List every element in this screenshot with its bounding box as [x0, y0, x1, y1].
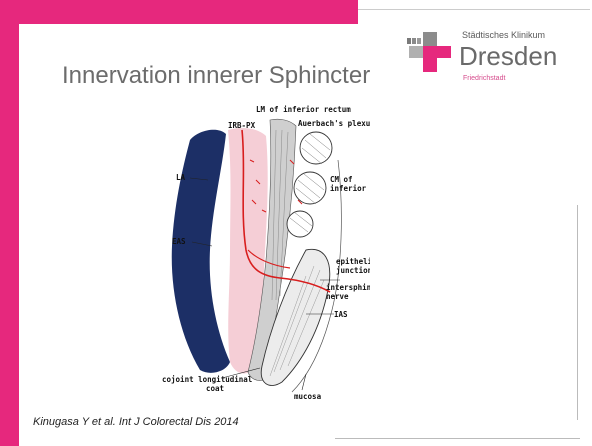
- label-auerbach: Auerbach's plexus: [298, 119, 370, 128]
- label-eas: EAS: [172, 237, 186, 246]
- label-ias: IAS: [334, 310, 348, 319]
- label-epi-2: junction: [336, 266, 370, 275]
- label-epi-1: epithelial: [336, 257, 370, 266]
- label-inter-2: nerve: [326, 292, 349, 301]
- frame-accent-left: [0, 0, 19, 446]
- frame-accent-top: [0, 0, 358, 24]
- label-irb: IRB-PX: [228, 121, 256, 130]
- label-la: LA: [176, 173, 186, 182]
- logo-line-2: Dresden: [459, 42, 557, 70]
- la-eas-band: [172, 130, 230, 373]
- hospital-logo: Städtisches Klinikum Dresden Friedrichst…: [407, 26, 587, 96]
- citation: Kinugasa Y et al. Int J Colorectal Dis 2…: [33, 416, 239, 428]
- right-rule: [577, 205, 578, 420]
- label-cojoint-1: cojoint longitudinal: [162, 375, 252, 384]
- klinikum-cross-logo-icon: [407, 30, 453, 74]
- logo-line-3: Friedrichstadt: [463, 75, 505, 82]
- logo-line-1: Städtisches Klinikum: [462, 30, 545, 40]
- slide-title: Innervation innerer Sphincter: [62, 62, 370, 90]
- sphincter-innervation-diagram: LM of inferior rectum IRB-PX Auerbach's …: [130, 100, 370, 400]
- top-rule: [358, 9, 590, 10]
- bottom-rule: [335, 438, 580, 439]
- label-cm-1: CM of: [330, 175, 353, 184]
- label-cm-2: inferior rectum: [330, 184, 370, 193]
- label-lm: LM of inferior rectum: [256, 105, 351, 114]
- label-mucosa: mucosa: [294, 392, 322, 400]
- label-cojoint-2: coat: [206, 384, 224, 393]
- label-inter-1: intersphincteric: [326, 283, 370, 292]
